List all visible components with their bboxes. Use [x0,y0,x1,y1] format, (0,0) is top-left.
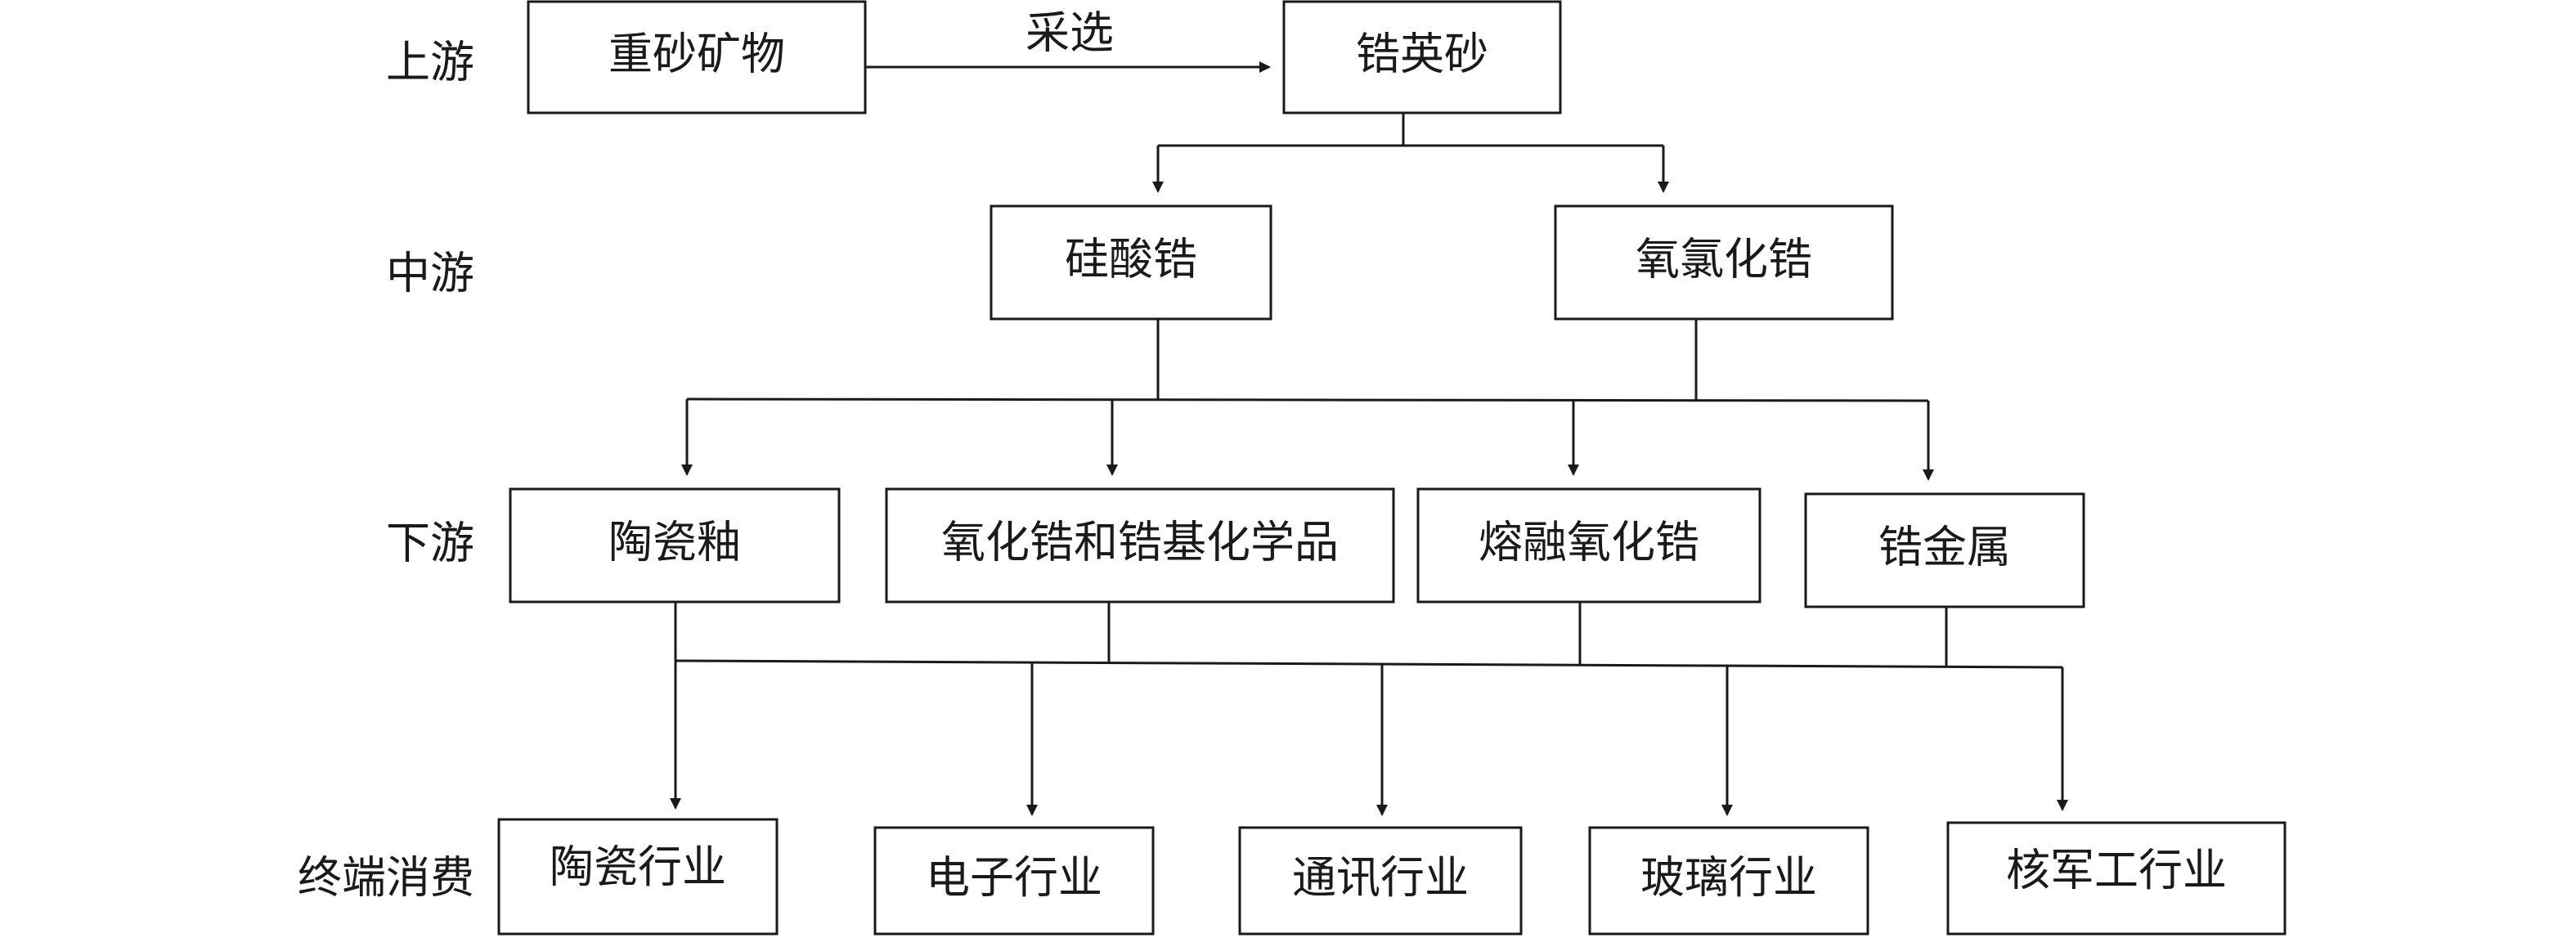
tier-label-consumption: 终端消费 [298,852,474,904]
node-zirconium-silicate-label: 硅酸锆 [1065,234,1197,285]
node-zirconium-oxychloride-label: 氧氯化锆 [1636,234,1812,285]
node-glass-industry: 玻璃行业 [1588,826,1869,936]
node-zircon-sand: 锆英砂 [1282,0,1562,114]
connector-midstream-to-downstream [681,319,1934,481]
node-zirconia-chemicals-label: 氧化锆和锆基化学品 [941,517,1339,568]
node-glass-industry-label: 玻璃行业 [1640,852,1817,904]
node-electronics-industry: 电子行业 [873,826,1155,936]
node-telecom-industry-label: 通讯行业 [1292,852,1469,904]
node-ceramic-glaze: 陶瓷釉 [509,487,841,604]
node-ceramic-glaze-label: 陶瓷釉 [608,517,741,568]
node-zirconia-chemicals: 氧化锆和锆基化学品 [885,487,1395,604]
node-ceramics-industry: 陶瓷行业 [497,818,779,936]
node-zirconium-metal: 锆金属 [1804,492,2085,608]
tier-label-upstream: 上游 [386,37,474,88]
node-heavy-minerals: 重砂矿物 [527,0,867,114]
node-zirconium-oxychloride: 氧氯化锆 [1554,204,1894,321]
node-fused-zirconia: 熔融氧化锆 [1416,487,1761,604]
tier-label-midstream: 中游 [386,248,474,299]
node-nuclear-military-industry: 核军工行业 [1946,821,2287,936]
node-electronics-industry-label: 电子行业 [926,852,1102,904]
edge-mining-label: 采选 [1025,7,1114,59]
tier-label-downstream: 下游 [386,518,474,569]
connector-zircon-to-midstream [1152,113,1669,193]
node-fused-zirconia-label: 熔融氧化锆 [1479,517,1699,568]
node-nuclear-military-industry-label: 核军工行业 [2006,845,2227,896]
node-zirconium-silicate: 硅酸锆 [990,204,1272,321]
node-telecom-industry: 通讯行业 [1238,826,1523,936]
node-zircon-sand-label: 锆英砂 [1356,29,1488,80]
node-heavy-minerals-label: 重砂矿物 [608,29,785,80]
node-ceramics-industry-label: 陶瓷行业 [550,842,726,893]
node-zirconium-metal-label: 锆金属 [1878,522,2011,573]
connector-downstream-to-consumption [670,602,2068,816]
